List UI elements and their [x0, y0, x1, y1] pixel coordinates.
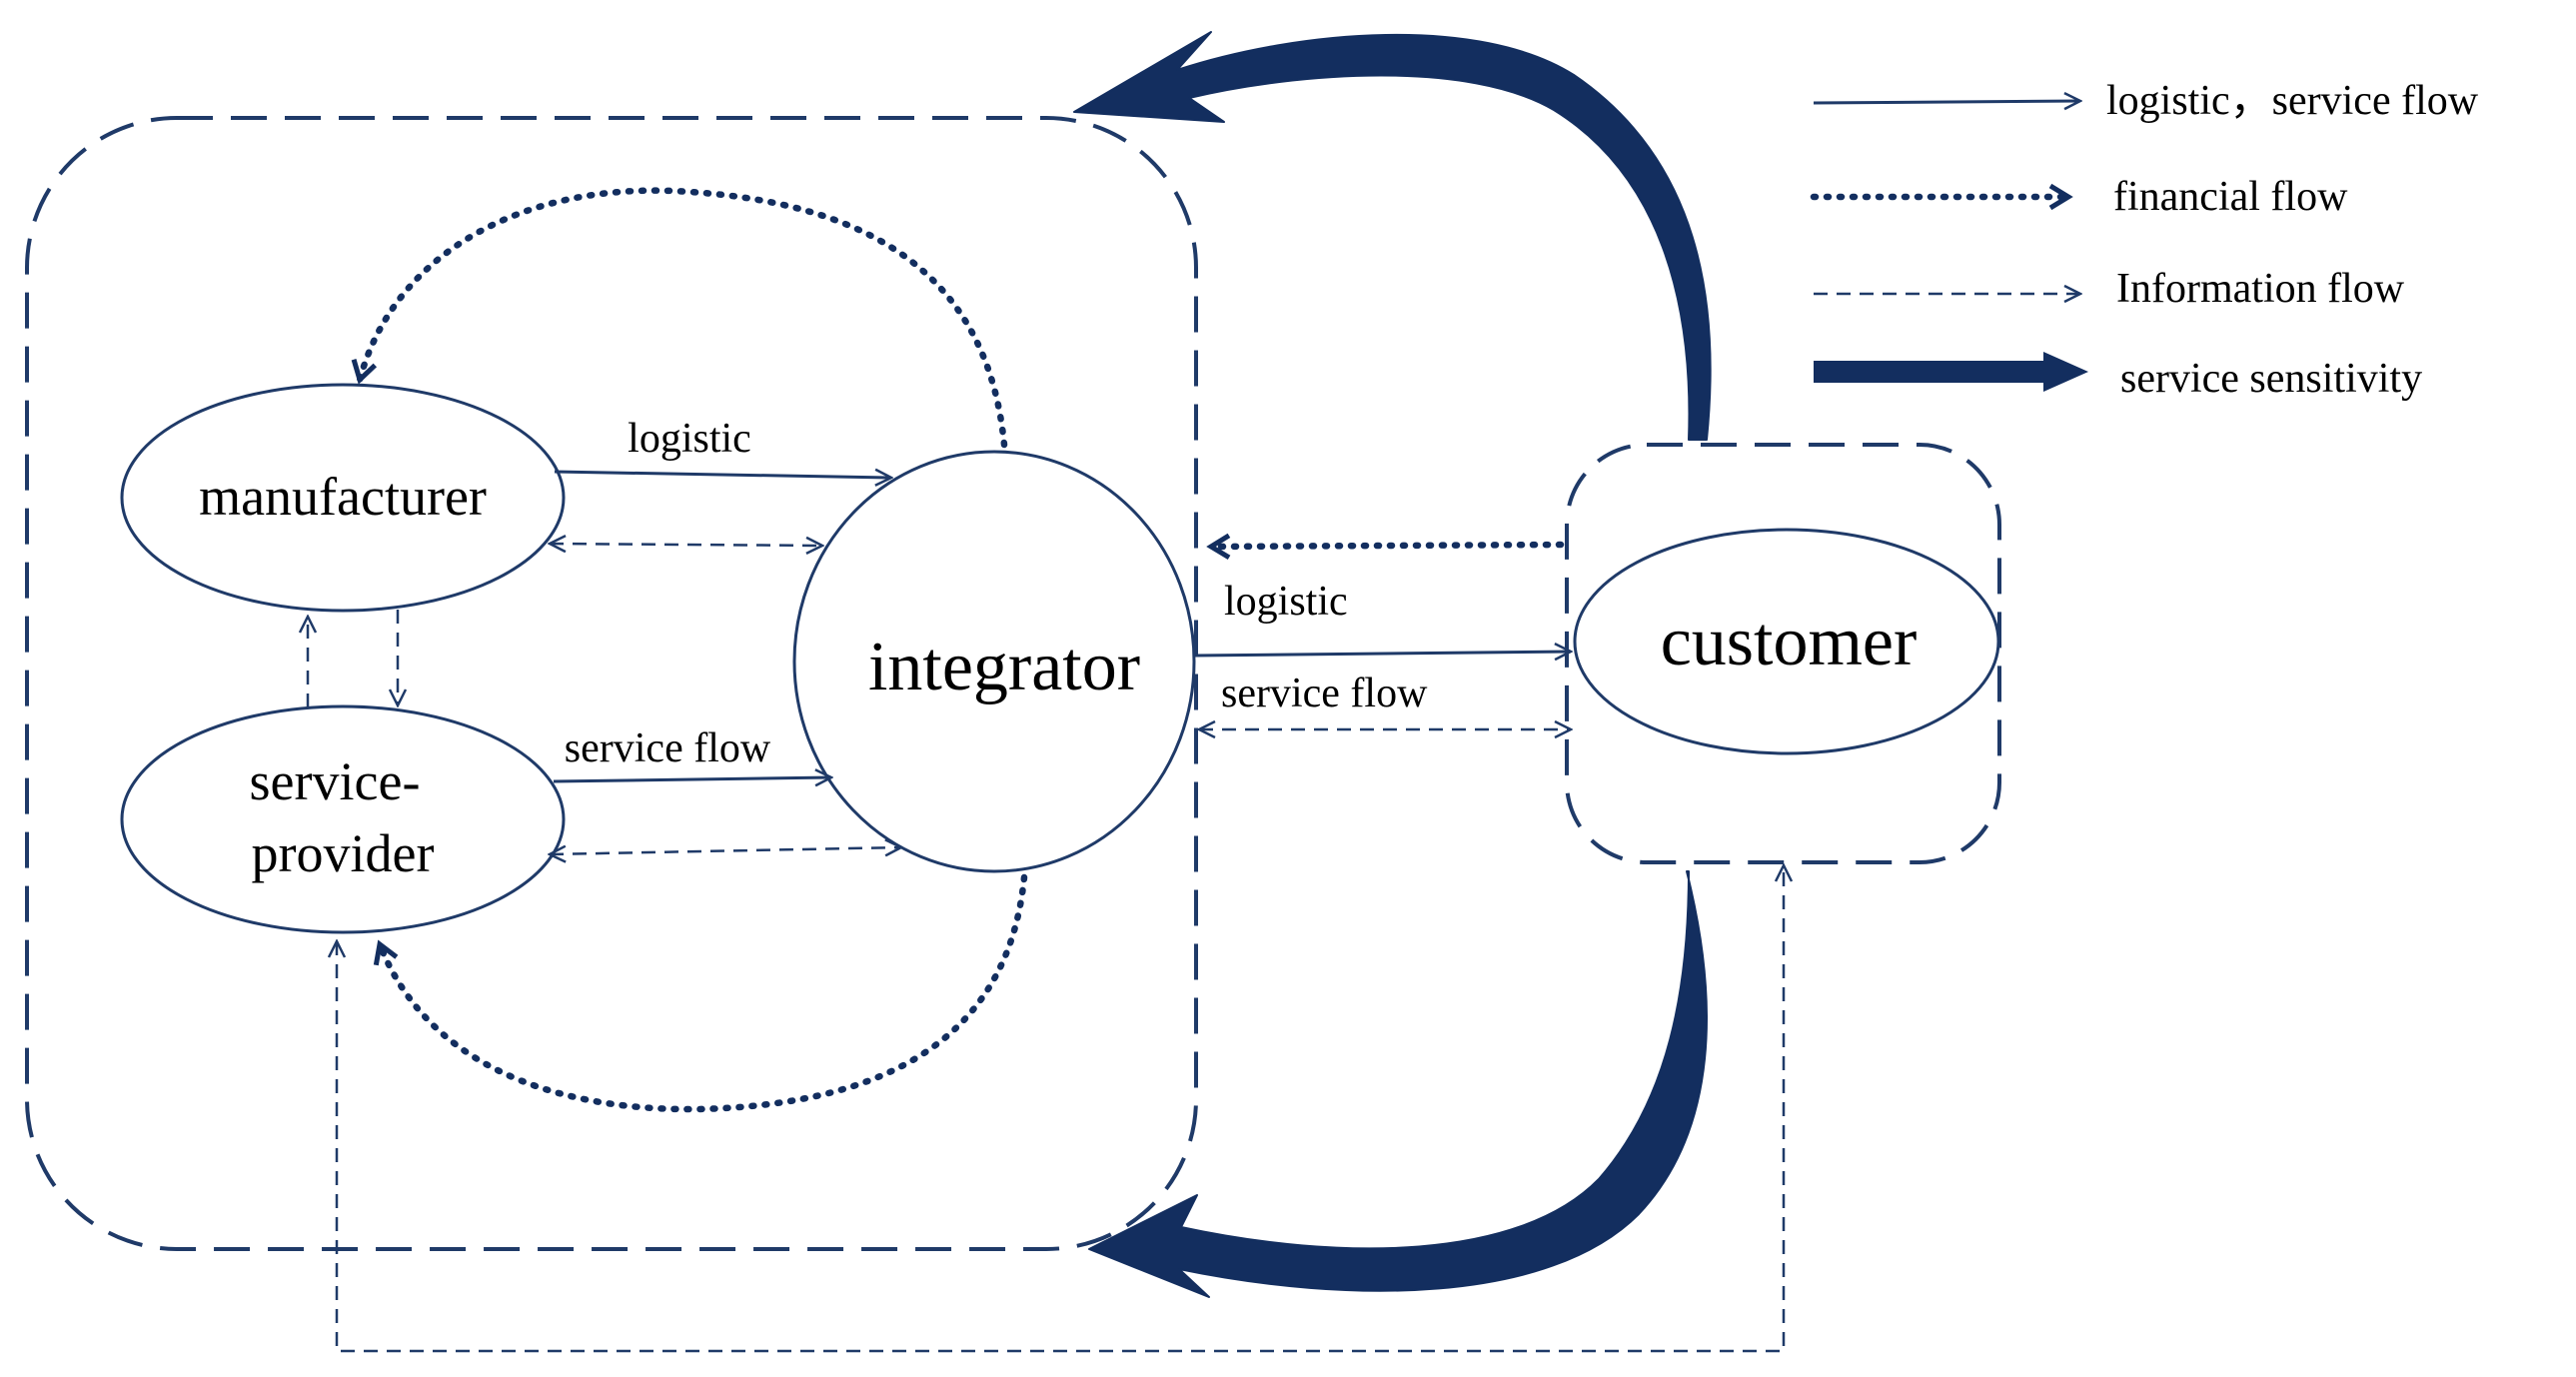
- manufacturer-node: [120, 383, 566, 613]
- legend-label-service-sensitivity: service sensitivity: [2120, 356, 2422, 402]
- integrator-mfr-financial-arc: [351, 187, 1008, 449]
- enterprise-boundary: [25, 116, 1198, 1251]
- sp-integrator-service-arrow: [553, 777, 831, 781]
- sp-integrator-info-arrow: [550, 847, 901, 854]
- mfr-integrator-logistic-arrow: [554, 472, 891, 478]
- service-provider-label-line2: provider: [252, 823, 435, 883]
- service-provider-node: [120, 704, 566, 934]
- cust-service-flow-label: service flow: [1221, 671, 1428, 716]
- service-sensitivity-top-arrow: [1073, 31, 1712, 441]
- legend-solid-line: [1813, 101, 2080, 103]
- customer-label: customer: [1661, 604, 1918, 681]
- legend-label-logistic-service: logistic，service flow: [2106, 78, 2479, 124]
- mfr-integrator-info-arrow: [550, 544, 822, 546]
- integrator-sp-financial-arc: [373, 873, 1028, 1113]
- legend-thick-arrow: [1814, 352, 2088, 392]
- service-sensitivity-bottom-arrow: [1088, 870, 1708, 1298]
- mfr-logistic-label: logistic: [628, 416, 751, 462]
- legend-label-information: Information flow: [2116, 266, 2405, 312]
- service-provider-label-line1: service-: [250, 751, 421, 811]
- sp-service-flow-label: service flow: [565, 725, 771, 771]
- customer-integrator-financial-arrow: [1206, 533, 1565, 561]
- integrator-label: integrator: [868, 629, 1140, 705]
- cust-logistic-label: logistic: [1224, 579, 1348, 625]
- integrator-customer-logistic-arrow: [1194, 652, 1571, 656]
- sp-customer-info-loop: [337, 865, 1784, 1353]
- manufacturer-label: manufacturer: [199, 467, 487, 527]
- legend-label-financial: financial flow: [2113, 174, 2348, 220]
- legend: logistic，service flow financial flow Inf…: [1810, 78, 2479, 402]
- customer-node: [1573, 528, 2000, 755]
